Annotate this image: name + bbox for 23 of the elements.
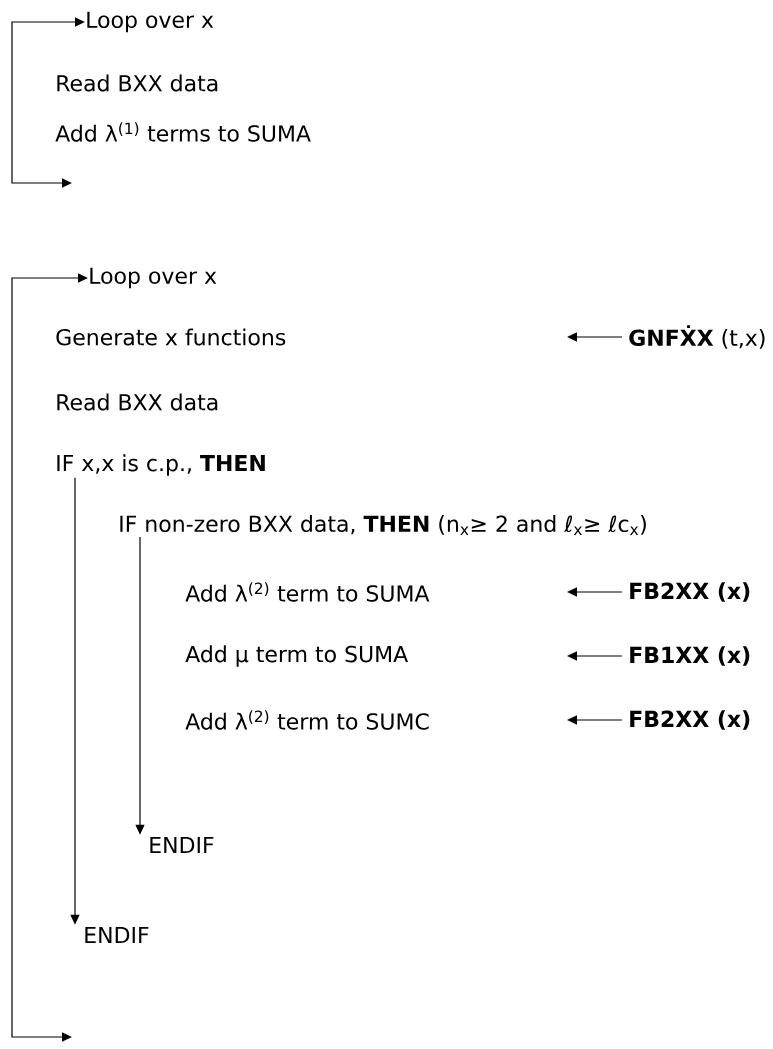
loop-label: Loop over x (87, 11, 214, 33)
endif-text: ENDIF (85, 927, 149, 943)
routine-name: GNFẊX (t,x) (629, 325, 765, 349)
arrow (567, 715, 623, 725)
statement-text: Generate x functions (56, 328, 286, 346)
statement-text: Read BXX data (57, 74, 218, 92)
statement-text: Add λ$^{(2)}$ term to SUMC (185, 710, 429, 730)
endif-text: ENDIF (150, 837, 214, 853)
arrow (567, 651, 623, 661)
statement-text: Add μ term to SUMA (185, 645, 408, 667)
statement-text: Read BXX data (57, 393, 218, 411)
loop-arrow (11, 17, 85, 188)
loop-label: Loop over x (90, 267, 217, 289)
statement-text: Add λ$^{(1)}$ terms to SUMA (55, 122, 311, 142)
condition-text: IF x,x is c.p., THEN (57, 454, 265, 476)
loop-arrow (11, 273, 88, 1042)
condition-text: IF non-zero BXX data, THEN (n$_{x}$≥ 2 and ℓ$_{x}$≥ ℓc$_{x}$) (120, 515, 646, 535)
statement-text: Add λ$^{(2)}$ term to SUMA (185, 582, 430, 602)
routine-name: FB2XX (x) (630, 710, 750, 730)
routine-name: FB1XX (x) (630, 646, 750, 666)
routine-name: FB2XX (x) (630, 582, 750, 602)
arrow (567, 332, 623, 342)
arrow (567, 587, 623, 597)
